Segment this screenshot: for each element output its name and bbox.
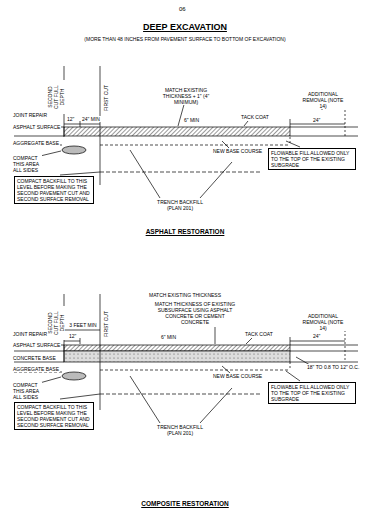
- callout-text: TACK COAT: [240, 114, 270, 120]
- existing-surface-line: [290, 345, 358, 346]
- removal-limit-line: [345, 110, 346, 136]
- compaction-level-line: [100, 394, 260, 395]
- base-course-line: [100, 145, 290, 146]
- leader-line: [130, 376, 160, 423]
- callout-text: 24": [312, 333, 321, 339]
- new-asphalt-slab: [64, 127, 290, 136]
- callout-text: ADDITIONAL REMOVAL (NOTE 14): [300, 313, 346, 331]
- existing-asphalt-line: [290, 351, 358, 352]
- callout-text: JOINT REPAIR: [12, 112, 48, 118]
- new-concrete-slab: [64, 351, 290, 362]
- drawing-title: DEEP EXCAVATION: [0, 22, 370, 32]
- callout-text: 24": [312, 117, 321, 123]
- dimension-tick: [80, 338, 81, 344]
- callout-text: TACK COAT: [244, 331, 274, 337]
- callout-text: ASPHALT SURFACE: [12, 124, 61, 130]
- callout-text: NEW BASE COURSE: [212, 148, 263, 154]
- leader-line: [60, 172, 100, 175]
- dimension-line: [290, 124, 345, 125]
- callout-text: 12": [68, 333, 77, 339]
- callout-text: FIRST CUT: [103, 82, 109, 114]
- existing-surface-line: [290, 127, 358, 128]
- callout-text: 6" MIN: [160, 334, 177, 340]
- callout-text: JOINT REPAIR: [12, 331, 48, 337]
- note-text: COMPACT BACKFILL TO THIS LEVEL BEFORE MA…: [17, 404, 91, 428]
- leader-line: [246, 338, 252, 344]
- callout-text: ADDITIONAL REMOVAL (NOTE 14): [300, 91, 346, 109]
- existing-concrete-line: [290, 362, 358, 363]
- callout-text: SECOND CUT FULL DEPTH: [47, 80, 65, 114]
- leader-line: [286, 141, 300, 147]
- dimension-line: [64, 124, 80, 125]
- leader-line: [60, 394, 100, 399]
- new-asphalt-slab: [64, 345, 290, 351]
- existing-asphalt-line: [290, 136, 358, 137]
- callout-text: 3 FEET MIN: [67, 322, 99, 328]
- callout-text: ASPHALT SURFACE: [12, 342, 61, 348]
- trench-wall: [290, 137, 291, 145]
- leader-line: [222, 366, 230, 373]
- callout-text: 24" MIN: [81, 116, 101, 122]
- callout-text: NEW BASE COURSE: [212, 373, 263, 379]
- existing-concrete-line: [14, 362, 64, 363]
- page-number: 06: [178, 6, 187, 13]
- note-text: FLOWABLE FILL ALLOWED ONLY TO THE TOP OF…: [271, 150, 353, 168]
- callout-text: FIRST CUT: [103, 308, 109, 340]
- existing-asphalt-line: [14, 136, 64, 137]
- dimension-line: [64, 341, 80, 342]
- note-box: COMPACT BACKFILL TO THIS LEVEL BEFORE MA…: [14, 402, 94, 430]
- callout-text: AGGREGATE BASE: [12, 140, 60, 146]
- compact-area-symbol: [62, 372, 86, 380]
- callout-text: MATCH EXISTING THICKNESS: [140, 292, 230, 298]
- callout-text: CONCRETE BASE: [12, 355, 57, 361]
- note-box: COMPACT BACKFILL TO THIS LEVEL BEFORE MA…: [14, 176, 94, 204]
- section-caption: ASPHALT RESTORATION: [0, 228, 370, 236]
- leader-line: [200, 388, 232, 423]
- base-course-line: [100, 370, 290, 371]
- callout-text: AGGREGATE BASE: [12, 366, 60, 372]
- section-caption: COMPOSITE RESTORATION: [0, 500, 370, 508]
- note-box: FLOWABLE FILL ALLOWED ONLY TO THE TOP OF…: [268, 148, 356, 170]
- first-cut-line: [100, 294, 101, 410]
- callout-text: COMPACT THIS AREA ALL SIDES: [12, 155, 42, 173]
- dimension-line: [80, 124, 100, 125]
- note-text: FLOWABLE FILL ALLOWED ONLY TO THE TOP OF…: [271, 384, 353, 402]
- removal-limit-line: [345, 330, 346, 362]
- trench-wall: [290, 362, 291, 370]
- compact-area-symbol: [62, 146, 86, 154]
- callout-text: SECOND CUT FULL DEPTH: [47, 306, 65, 340]
- dimension-tick: [290, 337, 291, 345]
- callout-text: TRENCH BACKFILL (PLAN 201): [150, 424, 210, 436]
- note-text: COMPACT BACKFILL TO THIS LEVEL BEFORE MA…: [17, 178, 91, 202]
- dimension-tick: [290, 119, 291, 127]
- callout-text: COMPACT THIS AREA ALL SIDES: [12, 382, 42, 400]
- leader-line: [244, 121, 248, 126]
- leader-line: [130, 150, 160, 198]
- leader-line: [286, 371, 300, 381]
- callout-text: TRENCH BACKFILL (PLAN 201): [150, 199, 210, 211]
- callout-text: MATCH EXISTING THICKNESS + 1" (4" MINIMU…: [150, 87, 222, 105]
- note-box: FLOWABLE FILL ALLOWED ONLY TO THE TOP OF…: [268, 382, 356, 404]
- callout-text: 12": [66, 116, 75, 122]
- compaction-level-line: [100, 172, 260, 173]
- dimension-line: [64, 330, 100, 331]
- dimension-line: [290, 341, 345, 342]
- callout-text: 18" TO 0.8 TO 12" O.C.: [306, 364, 362, 370]
- leader-line: [200, 162, 232, 198]
- existing-asphalt-line: [14, 351, 64, 352]
- first-cut-line: [100, 66, 101, 185]
- callout-text: 6" MIN: [183, 117, 200, 123]
- callout-text: (MORE THAN 48 INCHES FROM PAVEMENT SURFA…: [40, 36, 330, 42]
- leader-line: [215, 327, 216, 344]
- callout-text: MATCH THICKNESS OF EXISTING SUBSURFACE U…: [150, 301, 240, 325]
